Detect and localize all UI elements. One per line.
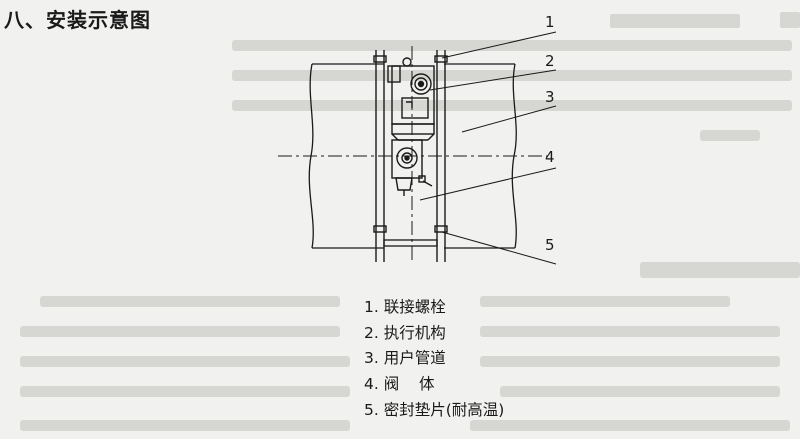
- leader-lines: [419, 31, 557, 265]
- legend-text: 阀 体: [383, 375, 435, 394]
- callout-2: 2: [545, 52, 555, 70]
- legend-text: 密封垫片(耐高温): [383, 400, 505, 419]
- page-title: 八、安装示意图: [4, 8, 151, 32]
- legend-text: 用户管道: [383, 349, 446, 368]
- legend-item-actuator: 2. 执行机构: [364, 321, 504, 347]
- legend-text: 执行机构: [383, 323, 446, 342]
- legend-text: 联接螺栓: [383, 298, 446, 316]
- connecting-bolts: [373, 50, 448, 262]
- valve-body: [391, 139, 433, 196]
- callout-1: 1: [545, 13, 555, 31]
- center-lines: [278, 46, 548, 262]
- legend-item-valve-body: 4. 阀 体: [364, 372, 504, 398]
- legend-num: 3.: [364, 349, 379, 368]
- callout-5: 5: [545, 236, 555, 254]
- legend-num: 2.: [364, 323, 379, 342]
- legend-num: 4.: [364, 375, 379, 394]
- legend-num: 5.: [364, 400, 379, 419]
- legend-item-bolt: 1. 联接螺栓: [364, 295, 504, 321]
- callout-4: 4: [545, 148, 555, 166]
- callout-3: 3: [545, 88, 555, 106]
- legend-item-gasket: 5. 密封垫片(耐高温): [364, 398, 504, 424]
- parts-legend: 1. 联接螺栓 2. 执行机构 3. 用户管道 4. 阀 体 5. 密封垫片(耐…: [364, 295, 504, 424]
- actuator: [387, 57, 435, 141]
- legend-num: 1.: [364, 298, 379, 316]
- legend-item-pipe: 3. 用户管道: [364, 346, 504, 372]
- sealing-gasket: [383, 239, 438, 247]
